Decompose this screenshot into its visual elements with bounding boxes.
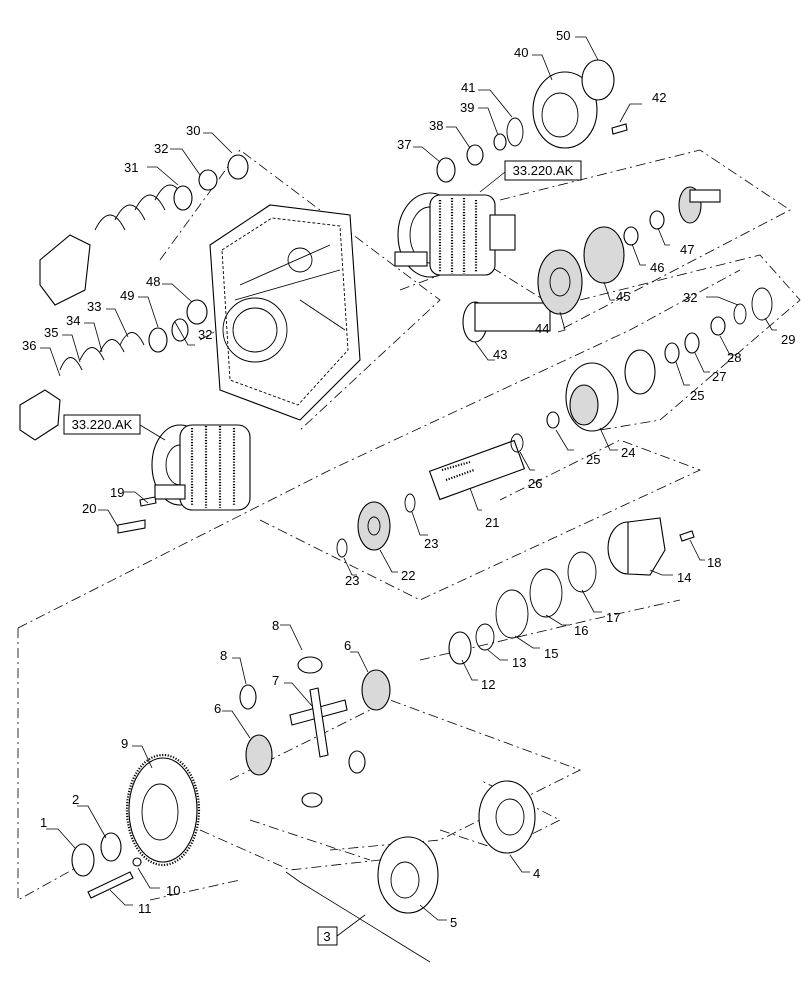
callout-32a: 32 bbox=[154, 141, 168, 156]
callouts: 1 2 4 5 6 6 7 8 8 9 10 11 12 13 14 15 16… bbox=[22, 28, 795, 930]
callout-28: 28 bbox=[727, 350, 741, 365]
callout-10: 10 bbox=[166, 883, 180, 898]
callout-41: 41 bbox=[461, 80, 475, 95]
upper-right-gears bbox=[462, 186, 773, 432]
callout-43: 43 bbox=[493, 347, 507, 362]
ring-gear-assembly bbox=[71, 753, 536, 914]
callout-44: 44 bbox=[535, 321, 549, 336]
callout-14: 14 bbox=[677, 570, 691, 585]
callout-18: 18 bbox=[707, 555, 721, 570]
callout-22: 22 bbox=[401, 568, 415, 583]
callout-24: 24 bbox=[621, 445, 635, 460]
callout-42: 42 bbox=[652, 90, 666, 105]
ref-box-left[interactable]: 33.220.AK bbox=[63, 414, 141, 435]
callout-26: 26 bbox=[528, 476, 542, 491]
callout-33: 33 bbox=[87, 299, 101, 314]
callout-19: 19 bbox=[110, 485, 124, 500]
callout-4: 4 bbox=[533, 866, 540, 881]
callout-31: 31 bbox=[124, 160, 138, 175]
callout-48: 48 bbox=[146, 274, 160, 289]
callout-5: 5 bbox=[450, 915, 457, 930]
callout-20: 20 bbox=[82, 501, 96, 516]
callout-1: 1 bbox=[40, 815, 47, 830]
callout-45: 45 bbox=[616, 289, 630, 304]
upper-clutch-pack bbox=[394, 192, 516, 278]
callout-23a: 23 bbox=[424, 536, 438, 551]
callout-8b: 8 bbox=[220, 648, 227, 663]
callout-30: 30 bbox=[186, 123, 200, 138]
callout-25b: 25 bbox=[586, 452, 600, 467]
differential-spider-gears bbox=[239, 656, 391, 808]
callout-17: 17 bbox=[606, 610, 620, 625]
callout-23b: 23 bbox=[345, 573, 359, 588]
callout-32c: 32 bbox=[683, 290, 697, 305]
callout-15: 15 bbox=[544, 646, 558, 661]
callout-9: 9 bbox=[121, 736, 128, 751]
callout-12: 12 bbox=[481, 677, 495, 692]
callout-8a: 8 bbox=[272, 618, 279, 633]
callout-50: 50 bbox=[556, 28, 570, 43]
ref-box-upper[interactable]: 33.220.AK bbox=[504, 160, 582, 181]
middle-shaft bbox=[336, 433, 526, 558]
transmission-housing bbox=[209, 204, 361, 421]
left-side-cover-parts bbox=[19, 154, 249, 534]
callout-13: 13 bbox=[512, 655, 526, 670]
left-clutch-pack bbox=[151, 424, 251, 511]
callout-6a: 6 bbox=[344, 638, 351, 653]
callout-25a: 25 bbox=[690, 388, 704, 403]
ref-box-upper-leader bbox=[479, 171, 506, 193]
callout-39: 39 bbox=[460, 100, 474, 115]
callout-36: 36 bbox=[22, 338, 36, 353]
callout-37: 37 bbox=[397, 137, 411, 152]
callout-7: 7 bbox=[272, 673, 279, 688]
callout-16: 16 bbox=[574, 623, 588, 638]
callout-34: 34 bbox=[66, 313, 80, 328]
callout-21: 21 bbox=[485, 515, 499, 530]
callout-27: 27 bbox=[712, 369, 726, 384]
callout-35: 35 bbox=[44, 325, 58, 340]
callout-29: 29 bbox=[781, 332, 795, 347]
right-diff-parts bbox=[448, 517, 695, 665]
callout-47: 47 bbox=[680, 242, 694, 257]
callout-46: 46 bbox=[650, 260, 664, 275]
callout-40: 40 bbox=[514, 45, 528, 60]
upper-output-assembly bbox=[436, 59, 628, 183]
ref-box-left-text: 33.220.AK bbox=[72, 417, 133, 432]
ref-box-left-leader bbox=[139, 424, 166, 441]
ref-box-assembly-text: 3 bbox=[323, 929, 330, 944]
callout-32b: 32 bbox=[198, 327, 212, 342]
ref-box-assembly: 3 bbox=[285, 871, 431, 963]
callout-38: 38 bbox=[429, 118, 443, 133]
callout-6b: 6 bbox=[214, 701, 221, 716]
callout-49: 49 bbox=[120, 288, 134, 303]
ref-box-upper-text: 33.220.AK bbox=[513, 163, 574, 178]
callout-2: 2 bbox=[72, 792, 79, 807]
callout-11: 11 bbox=[138, 901, 152, 916]
